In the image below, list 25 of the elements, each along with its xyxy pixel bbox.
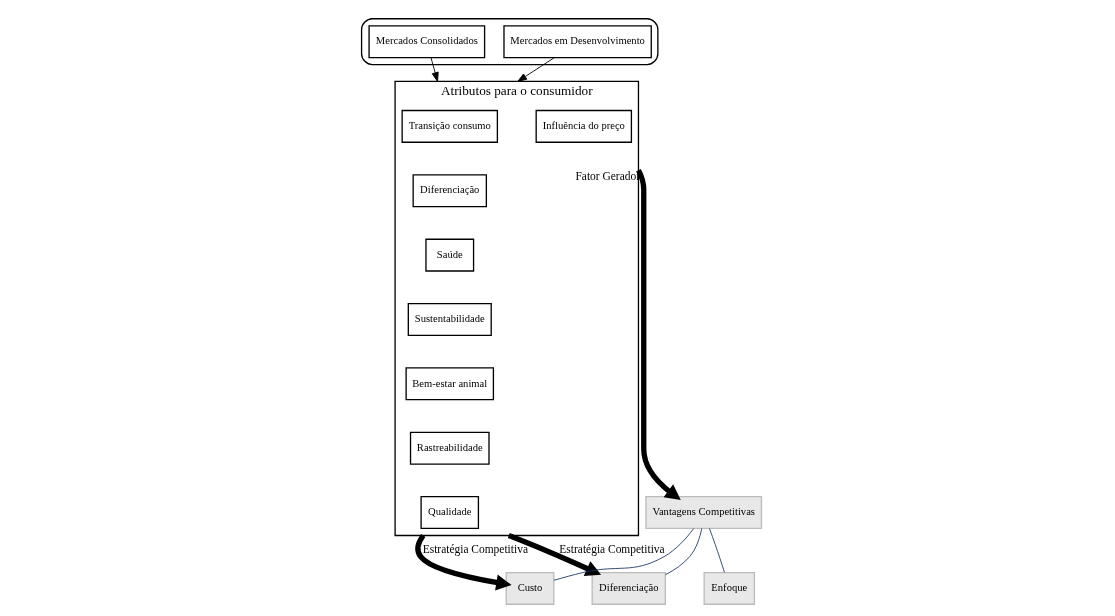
node-box: Rastreabilidade xyxy=(409,431,490,465)
arrow xyxy=(516,57,555,82)
arrow xyxy=(507,533,601,576)
connector xyxy=(708,528,725,573)
node-box: Mercados em Desenvolvimento xyxy=(502,25,652,59)
node-box: Diferenciação xyxy=(412,174,487,208)
node-box: Influência do preço xyxy=(535,109,632,143)
node-box: Bem-estar animal xyxy=(404,367,494,401)
cluster xyxy=(360,18,658,66)
edge-label: Estratégia Competitiva xyxy=(422,543,528,556)
node-box: Vantagens Competitivas xyxy=(644,496,762,530)
arrow xyxy=(430,57,439,82)
arrow xyxy=(635,169,681,500)
node-box: Mercados Consolidados xyxy=(367,25,485,59)
arrow xyxy=(414,534,512,591)
node-box: Qualidade xyxy=(419,496,479,530)
edge-label: Estratégia Competitiva xyxy=(558,543,665,556)
node-box: Transição consumo xyxy=(400,109,498,143)
node-box: Sustentabilidade xyxy=(407,302,492,336)
connector xyxy=(552,528,694,581)
connector xyxy=(664,528,702,576)
node-box: Saúde xyxy=(424,238,474,272)
node-box: Enfoque xyxy=(703,571,755,605)
node-box: Custo xyxy=(505,571,554,605)
node-box: Diferenciação xyxy=(591,571,666,605)
